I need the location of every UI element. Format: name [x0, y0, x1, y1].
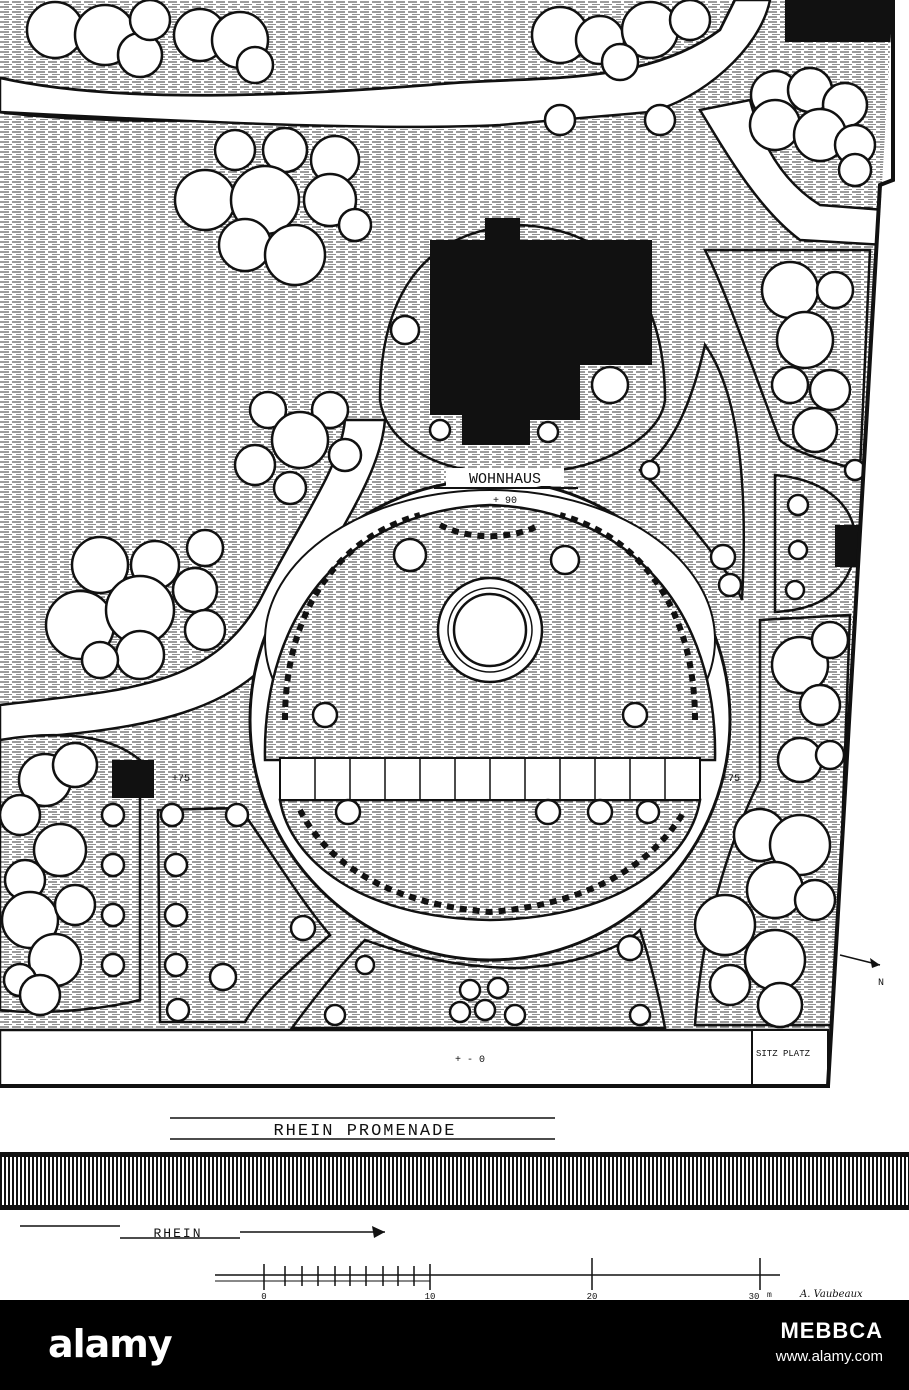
scale-tick-20: 20	[587, 1292, 598, 1300]
scale-tick-30: 30	[749, 1292, 760, 1300]
scale-tick-0: 0	[261, 1292, 266, 1300]
single-trees	[100, 103, 810, 1027]
tree-clump-right-upper	[760, 260, 867, 482]
outbuilding-left	[112, 760, 154, 798]
footer-url[interactable]: www.alamy.com	[775, 1348, 883, 1365]
tree-clump-top-right	[748, 66, 877, 188]
flower-borders	[282, 512, 698, 916]
footer-logo: alamy	[48, 1322, 173, 1366]
tree-clump-top-center	[530, 0, 712, 82]
lawn-bottom-mid-left	[156, 806, 332, 1024]
fountain	[436, 576, 544, 684]
tree-clump-left-upper	[173, 126, 373, 287]
outbuilding-top-right	[785, 0, 893, 42]
tree-clump-left-lower	[44, 528, 227, 681]
footer-info: MEBBCA www.alamy.com	[776, 1318, 883, 1365]
path-bottom	[0, 1028, 830, 1086]
garden-plan-svg: N WOHNHAUS + 90 +75 +75 + - 0 SITZ PLATZ…	[0, 0, 909, 1300]
house-label: WOHNHAUS	[469, 471, 541, 488]
promenade-label: RHEIN PROMENADE	[273, 1122, 456, 1141]
scale-bar	[215, 1258, 780, 1290]
tree-clump-bottom-left	[0, 741, 99, 1017]
trees	[0, 0, 877, 1029]
tree-clump-right-lower	[693, 620, 850, 1029]
garden-plan-drawing: N WOHNHAUS + 90 +75 +75 + - 0 SITZ PLATZ…	[0, 0, 909, 1300]
level-left-label: +75	[172, 774, 190, 785]
watermark-footer	[0, 1300, 909, 1390]
river-flow-arrow	[20, 1225, 385, 1239]
path-top	[0, 0, 772, 129]
tree-clump-top-left	[25, 0, 275, 85]
scale-tick-10: 10	[425, 1292, 436, 1300]
artist-signature: A. Vaubeaux	[799, 1289, 863, 1300]
river-band	[0, 1152, 909, 1210]
north-arrow	[839, 954, 881, 968]
site-boundary-right	[826, 0, 895, 1087]
north-label: N	[878, 978, 884, 989]
image-id: MEBBCA	[780, 1318, 883, 1343]
seat-label: SITZ PLATZ	[756, 1049, 811, 1059]
terrace-steps	[279, 757, 701, 801]
scale-unit: m	[767, 1291, 772, 1300]
river-label: RHEIN	[153, 1226, 202, 1241]
house-level-label: + 90	[493, 496, 517, 507]
lawn-bottom-center	[289, 927, 667, 1030]
level-right-label: +75	[722, 774, 740, 785]
house-building	[430, 218, 652, 445]
level-bottom-label: + - 0	[455, 1055, 485, 1066]
site-area	[0, 0, 893, 1086]
tree-clump-left-middle	[233, 390, 363, 506]
